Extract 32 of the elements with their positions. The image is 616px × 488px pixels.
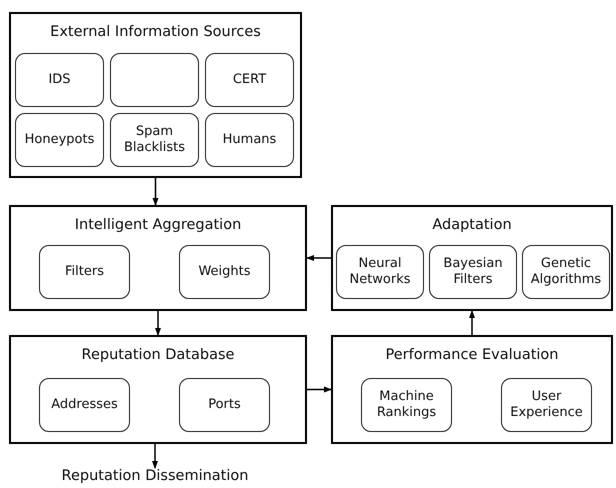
component-box: Addresses <box>39 378 130 432</box>
component-box: Machine Rankings <box>361 378 452 432</box>
component-box: CERT <box>205 53 294 107</box>
group-title: Adaptation <box>431 217 513 233</box>
component-box: Bayesian Filters <box>429 245 517 299</box>
output-label: Reputation Dissemination <box>50 468 260 486</box>
group-box <box>331 205 613 311</box>
component-box: IDS <box>15 53 104 107</box>
component-box: Ports <box>179 378 270 432</box>
component-box: Weights <box>179 245 270 299</box>
arrow <box>152 444 158 469</box>
group-title: External Information Sources <box>49 24 262 40</box>
group-box <box>9 12 302 178</box>
component-box: Filters <box>39 245 130 299</box>
arrow <box>306 255 331 261</box>
component-box: Honeypots <box>15 113 104 167</box>
component-box: User Experience <box>501 378 592 432</box>
group-box <box>9 335 307 444</box>
arrow <box>155 311 161 336</box>
arrow <box>307 386 332 392</box>
component-box: Genetic Algorithms <box>522 245 610 299</box>
arrow <box>469 310 475 335</box>
rounded-box <box>110 53 199 107</box>
component-box: Spam Blacklists <box>110 113 199 167</box>
component-box: Humans <box>205 113 294 167</box>
group-box <box>331 335 613 444</box>
arrow <box>152 178 158 206</box>
group-title: Reputation Database <box>80 347 236 363</box>
component-box: Neural Networks <box>336 245 424 299</box>
group-title: Performance Evaluation <box>384 347 560 363</box>
group-title: Intelligent Aggregation <box>74 217 242 233</box>
group-box <box>9 205 307 311</box>
